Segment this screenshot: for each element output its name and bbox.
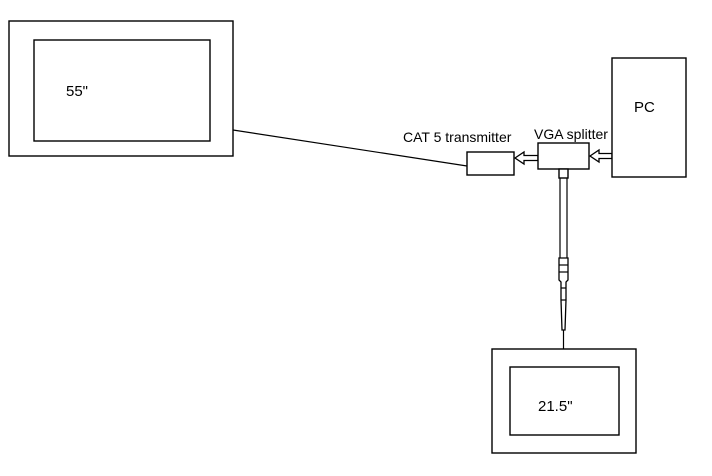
vga-splitter: VGA splitter — [534, 126, 608, 170]
monitor-55-label: 55" — [66, 83, 88, 100]
vga-splitter-label: VGA splitter — [534, 126, 608, 142]
cable-monitor-to-transmitter — [232, 129, 468, 167]
vga-cable-to-small-monitor — [558, 168, 569, 349]
vga-splitter-box — [537, 142, 590, 170]
pc-box — [611, 57, 687, 178]
arrow-pc-to-splitter — [588, 148, 613, 164]
pc: PC — [611, 57, 687, 178]
monitor-21-5-screen — [509, 366, 620, 436]
cat5-transmitter-box — [466, 151, 515, 176]
monitor-21-5-label: 21.5" — [538, 398, 573, 415]
cat5-transmitter: CAT 5 transmitter — [403, 129, 515, 176]
monitor-55-screen — [33, 39, 211, 142]
cat5-transmitter-label: CAT 5 transmitter — [403, 129, 512, 145]
vga-connector-head — [558, 257, 569, 331]
monitor-21-5-inch: 21.5" — [491, 348, 637, 454]
monitor-55-inch: 55" — [8, 20, 234, 157]
pc-label: PC — [634, 99, 655, 116]
vga-cable-top-connector — [558, 168, 569, 179]
arrow-splitter-to-transmitter — [513, 150, 539, 166]
